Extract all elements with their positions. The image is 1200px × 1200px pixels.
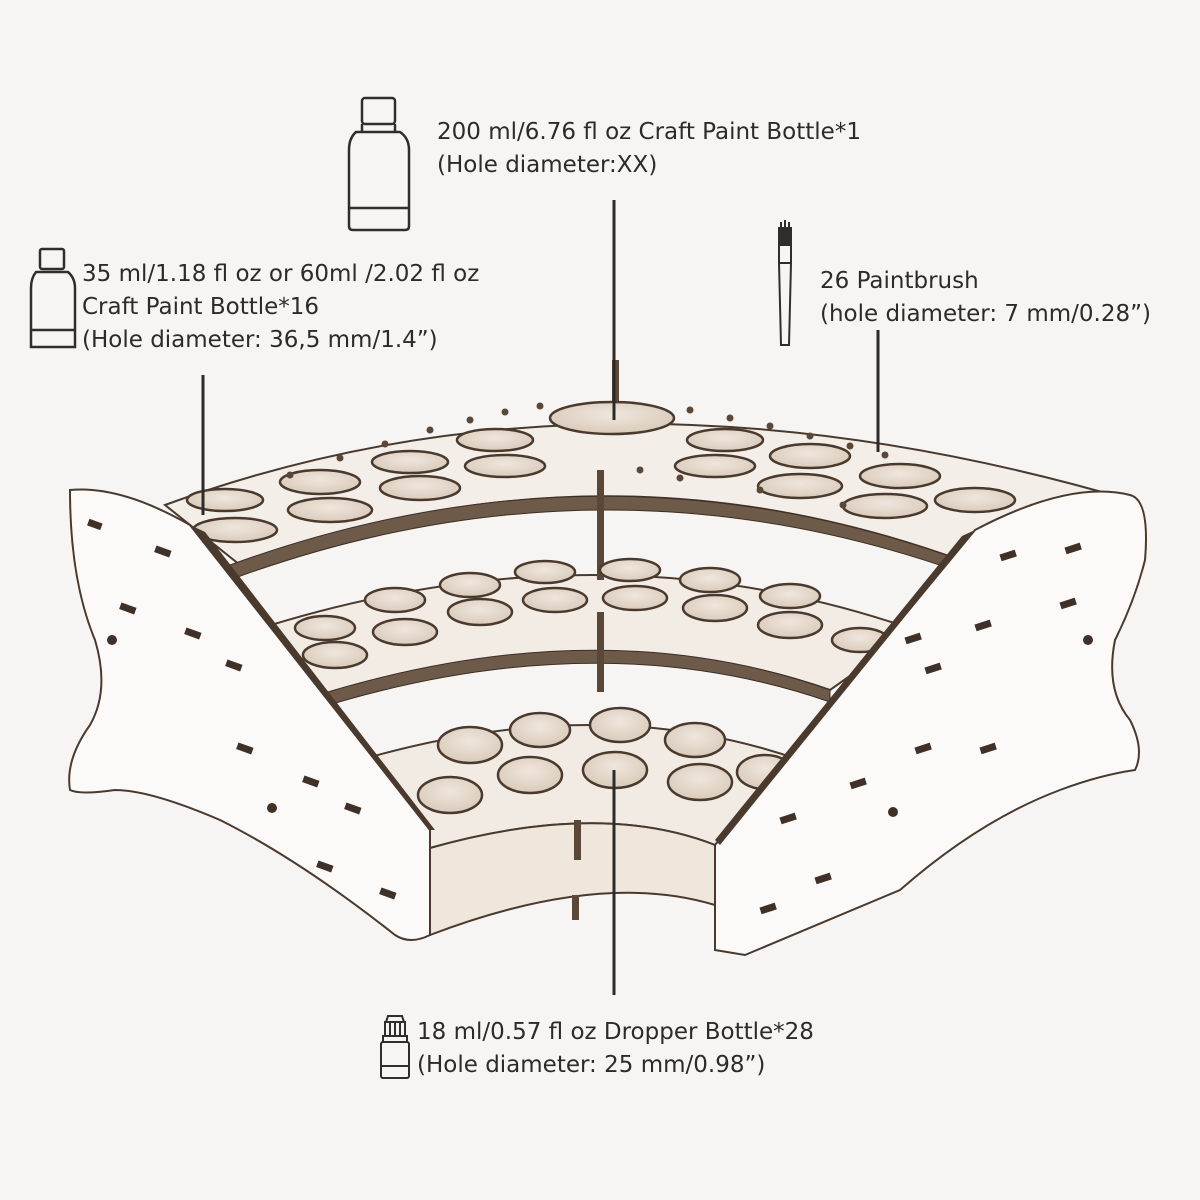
- large-bottle-annotation-line1: 200 ml/6.76 fl oz Craft Paint Bottle*1: [437, 119, 861, 145]
- dropper-bottle-annotation-line2: (Hole diameter: 25 mm/0.98”): [417, 1052, 766, 1078]
- medium-bottle-annotation-line3: (Hole diameter: 36,5 mm/1.4”): [82, 327, 438, 353]
- paintbrush-icon: [777, 220, 793, 346]
- large-bottle-annotation: 200 ml/6.76 fl oz Craft Paint Bottle*1 (…: [437, 116, 861, 182]
- craft-bottle-35ml-icon: [29, 247, 77, 349]
- large-bottle-annotation-line2: (Hole diameter:XX): [437, 152, 658, 178]
- dropper-bottle-annotation: 18 ml/0.57 fl oz Dropper Bottle*28 (Hole…: [417, 1016, 814, 1082]
- leader-lines: [201, 200, 880, 995]
- medium-bottle-annotation: 35 ml/1.18 fl oz or 60ml /2.02 fl oz Cra…: [82, 258, 479, 357]
- dropper-bottle-icon: [380, 1015, 410, 1079]
- paintbrush-annotation-line2: (hole diameter: 7 mm/0.28”): [820, 301, 1151, 327]
- paintbrush-annotation-line1: 26 Paintbrush: [820, 268, 979, 294]
- right-panel-slots: [759, 542, 1093, 915]
- middle-tier-holes: [293, 557, 890, 670]
- left-side-panel-edge: [190, 525, 435, 830]
- right-side-panel-edge: [715, 530, 975, 845]
- medium-bottle-annotation-line2: Craft Paint Bottle*16: [82, 294, 320, 320]
- top-tier-holes: [185, 400, 1017, 544]
- paintbrush-annotation: 26 Paintbrush (hole diameter: 7 mm/0.28”…: [820, 265, 1151, 331]
- left-panel-slots: [87, 518, 397, 900]
- craft-bottle-200ml-icon: [347, 96, 411, 232]
- dropper-bottle-annotation-line1: 18 ml/0.57 fl oz Dropper Bottle*28: [417, 1019, 814, 1045]
- medium-bottle-annotation-line1: 35 ml/1.18 fl oz or 60ml /2.02 fl oz: [82, 261, 480, 287]
- bottom-tier-holes: [416, 706, 795, 815]
- brush-holes: [286, 402, 889, 509]
- left-side-panel: [68, 488, 431, 941]
- middle-tier-edge: [317, 649, 831, 708]
